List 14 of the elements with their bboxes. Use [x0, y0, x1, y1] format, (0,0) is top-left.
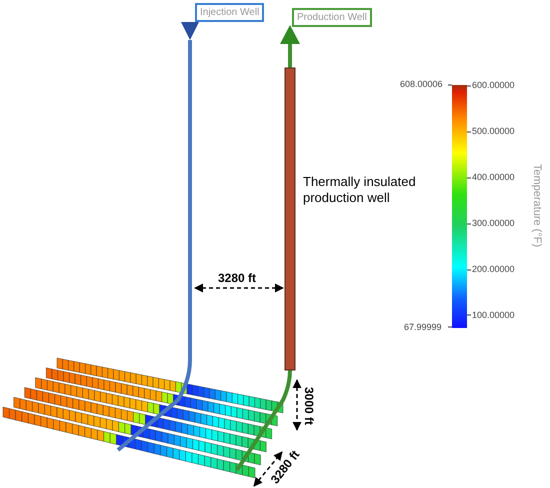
tick-label: 300.00000 — [472, 219, 515, 228]
tick-label: 100.00000 — [472, 311, 515, 320]
dimension-label: 3280 ft — [218, 272, 256, 284]
scale-min-label: 67.99999 — [404, 323, 442, 332]
tick-label: 600.00000 — [472, 81, 515, 90]
tick-label: 500.00000 — [472, 127, 515, 136]
well-label: Production Well — [292, 8, 372, 27]
axis-title: Temperature (°F) — [531, 164, 542, 248]
tick-label: 400.00000 — [472, 173, 515, 182]
scale-max-label: 608.00006 — [400, 80, 443, 89]
well-label: Injection Well — [195, 3, 264, 22]
tick-label: 200.00000 — [472, 265, 515, 274]
dimension-label: 3000 ft — [303, 386, 316, 426]
annotation-text: Thermally insulated production well — [303, 174, 417, 206]
